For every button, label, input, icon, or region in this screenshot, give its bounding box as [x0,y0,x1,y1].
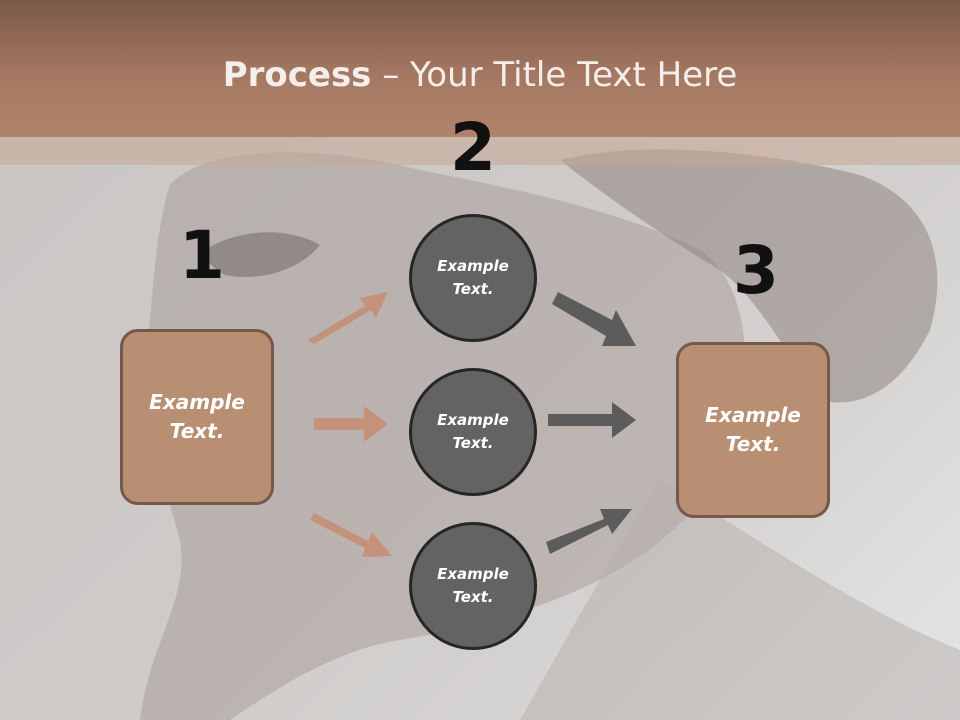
slide-title: Process – Your Title Text Here [0,55,960,95]
title-bar-strip [0,137,960,165]
circle-top-line1: Example [437,257,509,275]
arrow-down-right-tan [310,513,392,557]
eye-shape [205,232,320,277]
left-box-line1: Example [149,390,245,414]
arrow-right-tan [314,406,388,442]
arrow-right-gray [548,402,636,438]
step-number-2: 2 [450,109,496,186]
right-box-line1: Example [705,403,801,427]
circle-middle-line1: Example [437,411,509,429]
title-rest: – Your Title Text Here [371,55,738,95]
circle-bottom-line1: Example [437,565,509,583]
right-box-line2: Text. [725,432,781,456]
hair-silhouette [560,149,938,403]
arrow-up-right-tan [308,292,388,344]
step-number-1: 1 [179,217,225,294]
left-box-line2: Text. [169,419,225,443]
step-number-3: 3 [733,232,779,309]
circle-middle-line2: Text. [452,434,494,452]
title-bold: Process [222,55,372,95]
neck-silhouette [520,480,960,720]
arrow-down-right-gray [552,292,636,346]
arrow-up-right-gray [546,509,632,554]
circle-bottom-line2: Text. [452,588,494,606]
title-bar [0,0,960,137]
circle-top-line2: Text. [452,280,494,298]
